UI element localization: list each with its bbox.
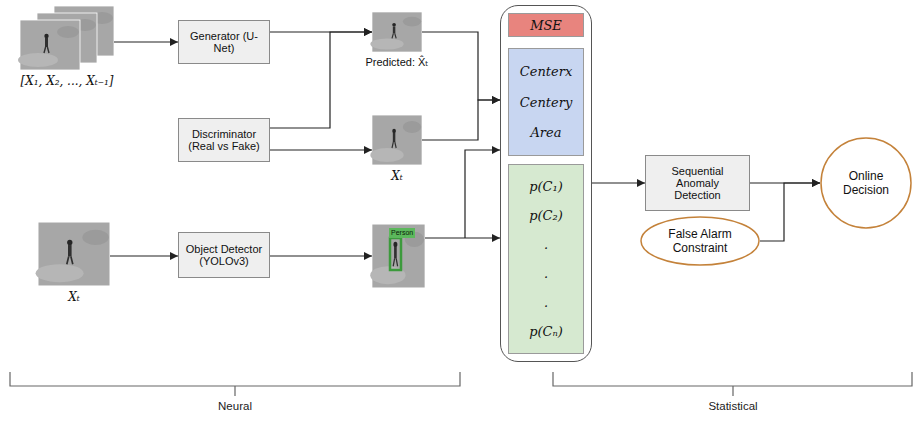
feature-box: p(C₁) p(C₂)... p(Cₙ)	[508, 164, 584, 354]
connector-arrow	[422, 32, 500, 100]
text-holder: [X₁, X₂, ..., Xₜ₋₁]	[20, 74, 113, 88]
text-holder: Person	[389, 228, 415, 238]
input-frames: [X₁, X₂, ..., Xₜ₋₁]	[20, 6, 114, 70]
target-frame-image	[370, 115, 422, 165]
connector-arrow	[110, 255, 178, 256]
connector-arrow	[425, 237, 500, 238]
connector-arrow	[592, 182, 645, 183]
detection-frame-image	[370, 224, 425, 288]
predicted-frame: Predicted: X̂ₜ	[372, 12, 422, 52]
node-text: Person	[391, 228, 413, 238]
node-text: p(Cₙ)	[529, 324, 563, 339]
decision-circle: Online Decision	[820, 137, 912, 229]
node-text: Area	[530, 125, 561, 140]
text-holder: False Alarm Constraint	[660, 227, 740, 255]
node-text: Centerx	[520, 64, 572, 79]
bracket	[10, 372, 460, 396]
feature-group: MSE CenterxCenteryArea p(C₁) p(C₂)... p(Cₙ)	[500, 5, 592, 362]
text-holder: Object Detector (YOLOv3)	[185, 243, 263, 267]
node-text: .	[544, 295, 548, 310]
detection-frame: Person	[372, 224, 425, 288]
target-frame: Xₜ	[372, 115, 422, 165]
connector-arrow	[270, 255, 372, 256]
text-holder: Generator (U-Net)	[185, 30, 263, 54]
branch-line	[465, 150, 500, 238]
text-holder: Predicted: X̂ₜ	[365, 56, 428, 69]
bracket	[553, 372, 912, 396]
process-box: Discriminator (Real vs Fake)	[178, 118, 270, 162]
connector-arrow	[760, 183, 820, 241]
connector-arrow	[422, 100, 500, 140]
input-frame: Xₜ	[38, 222, 110, 286]
ellipse-shape	[821, 138, 911, 228]
node-text: .	[544, 266, 548, 281]
node-text: Xₜ	[68, 290, 80, 304]
connector-arrow	[114, 41, 178, 42]
text-holder: CenterxCenteryArea	[509, 49, 583, 155]
text-holder: p(C₁) p(C₂)... p(Cₙ)	[509, 165, 583, 353]
connector-arrow	[270, 149, 372, 150]
process-box: Generator (U-Net)	[178, 20, 270, 64]
node-text: Object Detector (YOLOv3)	[185, 243, 263, 267]
node-text: Discriminator (Real vs Fake)	[185, 128, 263, 152]
bounding-box	[390, 238, 401, 270]
text-holder: Online Decision	[835, 169, 897, 197]
node-text: p(C₁)	[529, 179, 563, 194]
node-text: .	[544, 237, 548, 252]
node-text: Xₜ	[391, 169, 403, 183]
node-text: Predicted: X̂ₜ	[365, 56, 428, 69]
text-holder: MSE	[509, 14, 583, 36]
ellipse-shape	[641, 217, 759, 265]
predicted-frame-image	[370, 12, 422, 52]
node-text: [X₁, X₂, ..., Xₜ₋₁]	[20, 74, 113, 88]
feature-box: MSE	[508, 13, 584, 37]
node-text: Generator (U-Net)	[185, 30, 263, 54]
node-text: p(C₂)	[529, 208, 563, 223]
text-holder: Xₜ	[68, 290, 80, 304]
node-text: MSE	[530, 18, 562, 33]
process-box: Object Detector (YOLOv3)	[178, 232, 270, 278]
text-holder: Sequential Anomaly Detection	[656, 165, 739, 201]
text-holder: Discriminator (Real vs Fake)	[185, 128, 263, 152]
connector-arrow	[270, 32, 372, 128]
constraint-ellipse: False Alarm Constraint	[640, 216, 760, 266]
node-text: Sequential Anomaly Detection	[656, 165, 739, 201]
input-frame-image	[36, 222, 110, 286]
process-box: Sequential Anomaly Detection	[645, 155, 750, 211]
node-text: False Alarm Constraint	[660, 227, 740, 255]
node-text: Online Decision	[835, 169, 897, 197]
text-holder: Xₜ	[391, 169, 403, 183]
feature-box: CenterxCenteryArea	[508, 48, 584, 156]
section-label: Statistical	[708, 400, 757, 412]
video-frame	[18, 20, 80, 70]
section-label: Neural	[218, 400, 252, 412]
node-text: Centery	[520, 95, 573, 110]
